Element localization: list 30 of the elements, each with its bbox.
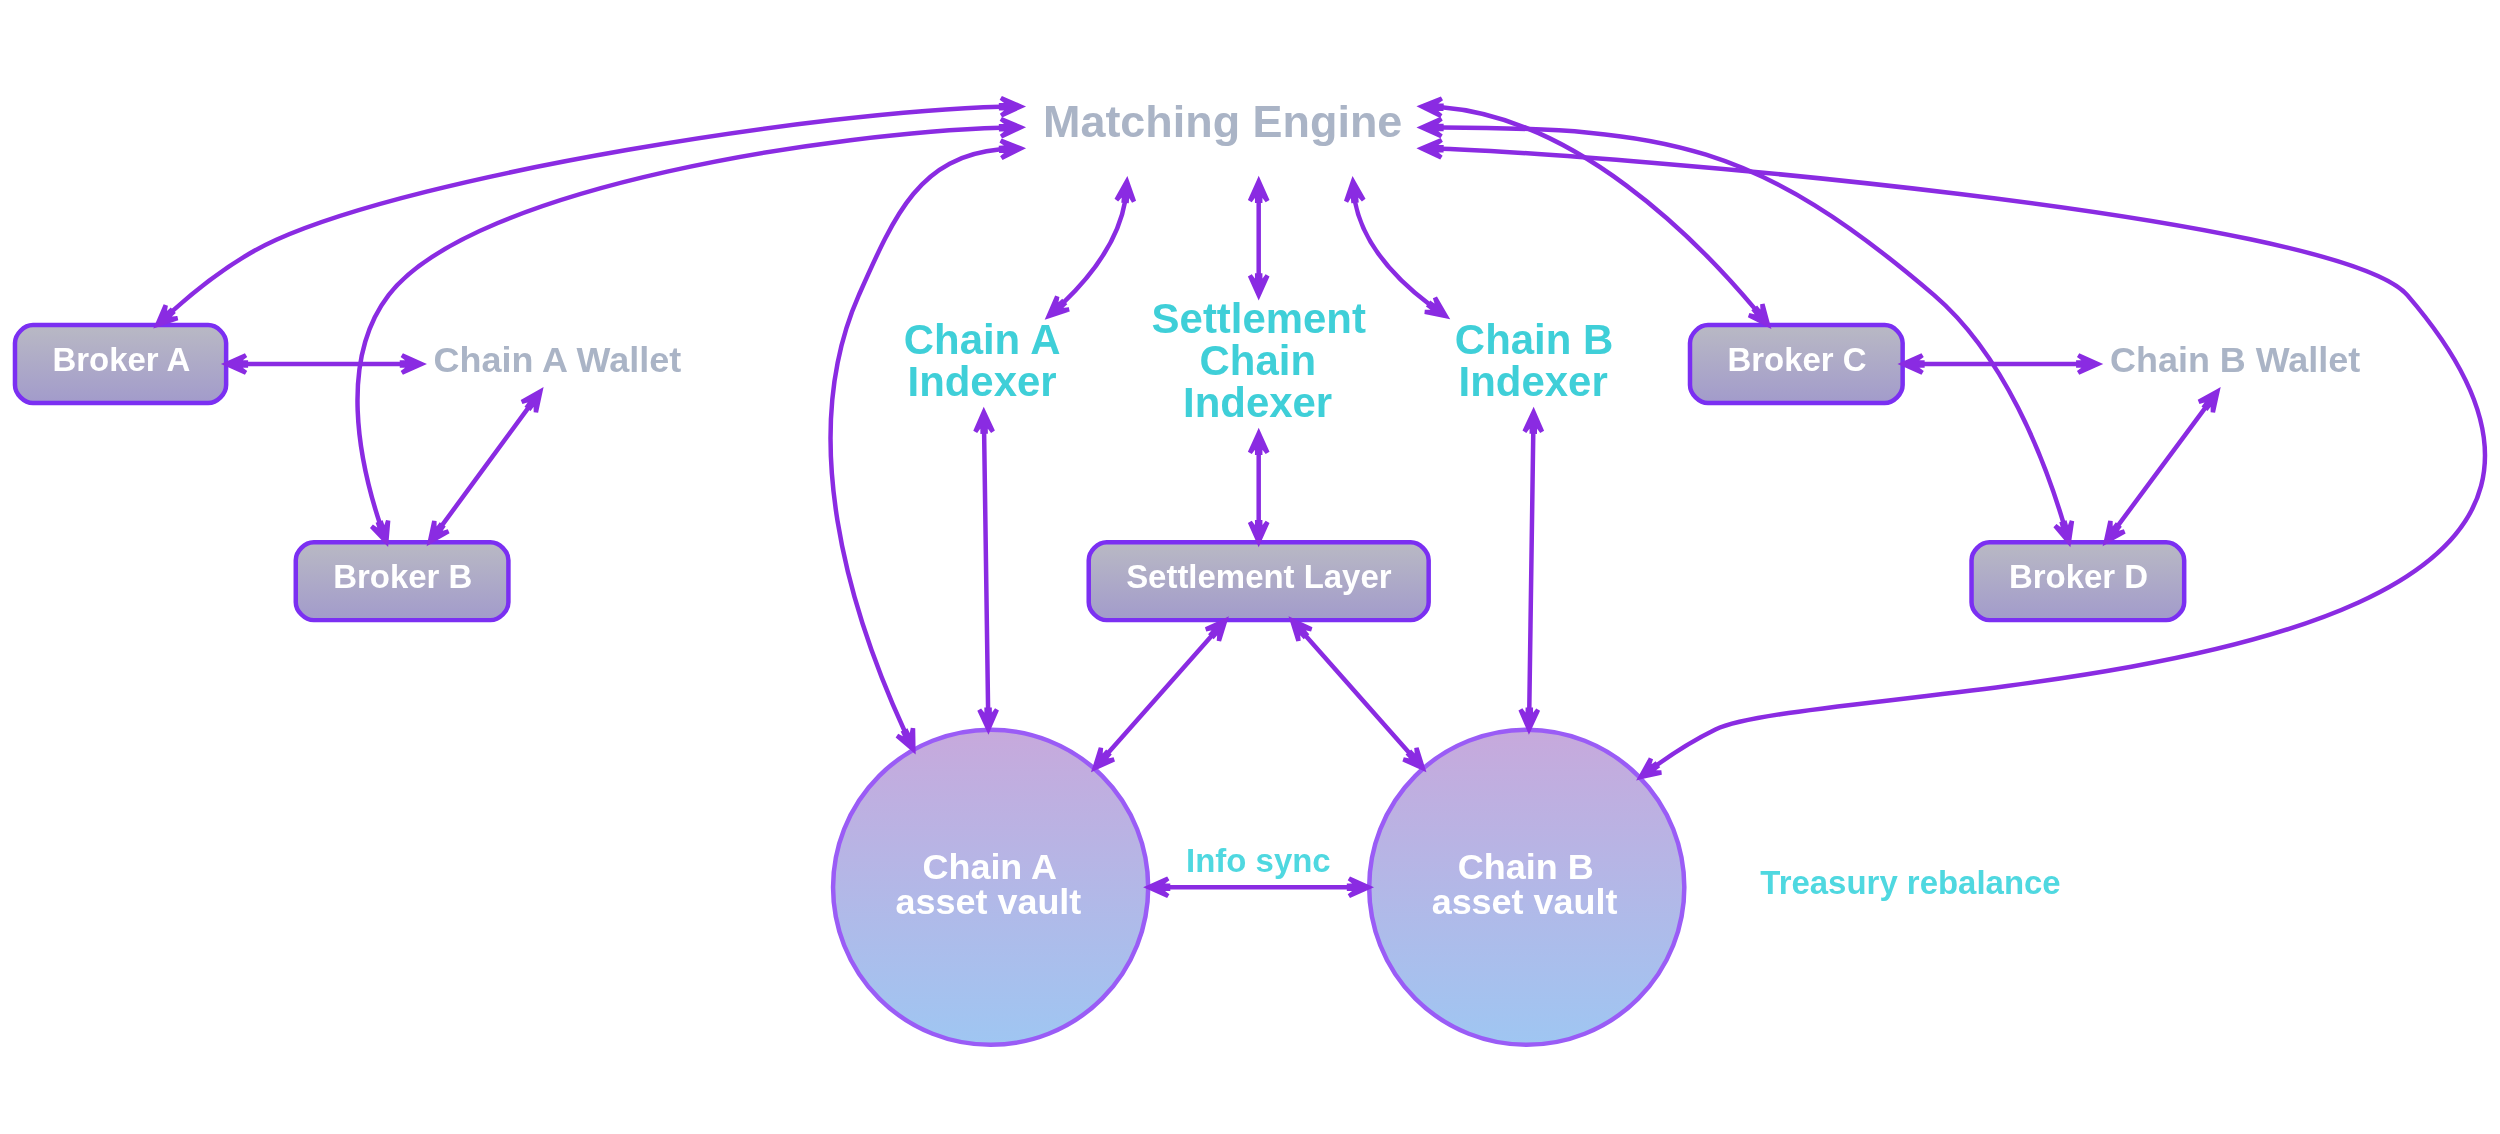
node-text: Settlement Chain Indexer: [1151, 294, 1366, 426]
arrow: [1289, 617, 1426, 770]
node-box: Broker D: [1969, 539, 2187, 622]
arrow: [1092, 617, 1228, 770]
node-text: Chain A Wallet: [433, 338, 682, 380]
node-circle: Chain B asset vault: [1366, 726, 1687, 1047]
node-box: Broker B: [293, 539, 511, 622]
arrow: [1247, 430, 1270, 544]
node-box: Settlement Layer: [1086, 539, 1431, 622]
arrow: [1900, 352, 2101, 375]
arrow: [1419, 95, 1771, 327]
node-text: Chain A Indexer: [903, 315, 1061, 405]
arrow: [2103, 388, 2220, 544]
node-box: Broker A: [12, 322, 229, 405]
arrow: [1146, 875, 1371, 898]
arrow: [828, 137, 1023, 752]
arrow: [1046, 178, 1137, 318]
node-box: Broker C: [1687, 322, 1905, 405]
arrow: [1343, 178, 1448, 318]
label: Treasury rebalance: [1760, 863, 2061, 901]
arrow: [355, 116, 1023, 544]
arrow: [155, 95, 1023, 327]
arrow: [427, 388, 543, 544]
edge-label: Info sync: [1186, 841, 1331, 879]
node-text: Matching Engine: [1043, 95, 1403, 147]
node-text: Chain B Wallet: [2110, 338, 2361, 380]
arrow: [224, 352, 424, 375]
arrow: [1419, 115, 2075, 544]
arrow: [1419, 137, 2487, 779]
node-text: Chain B Indexer: [1454, 315, 1614, 405]
